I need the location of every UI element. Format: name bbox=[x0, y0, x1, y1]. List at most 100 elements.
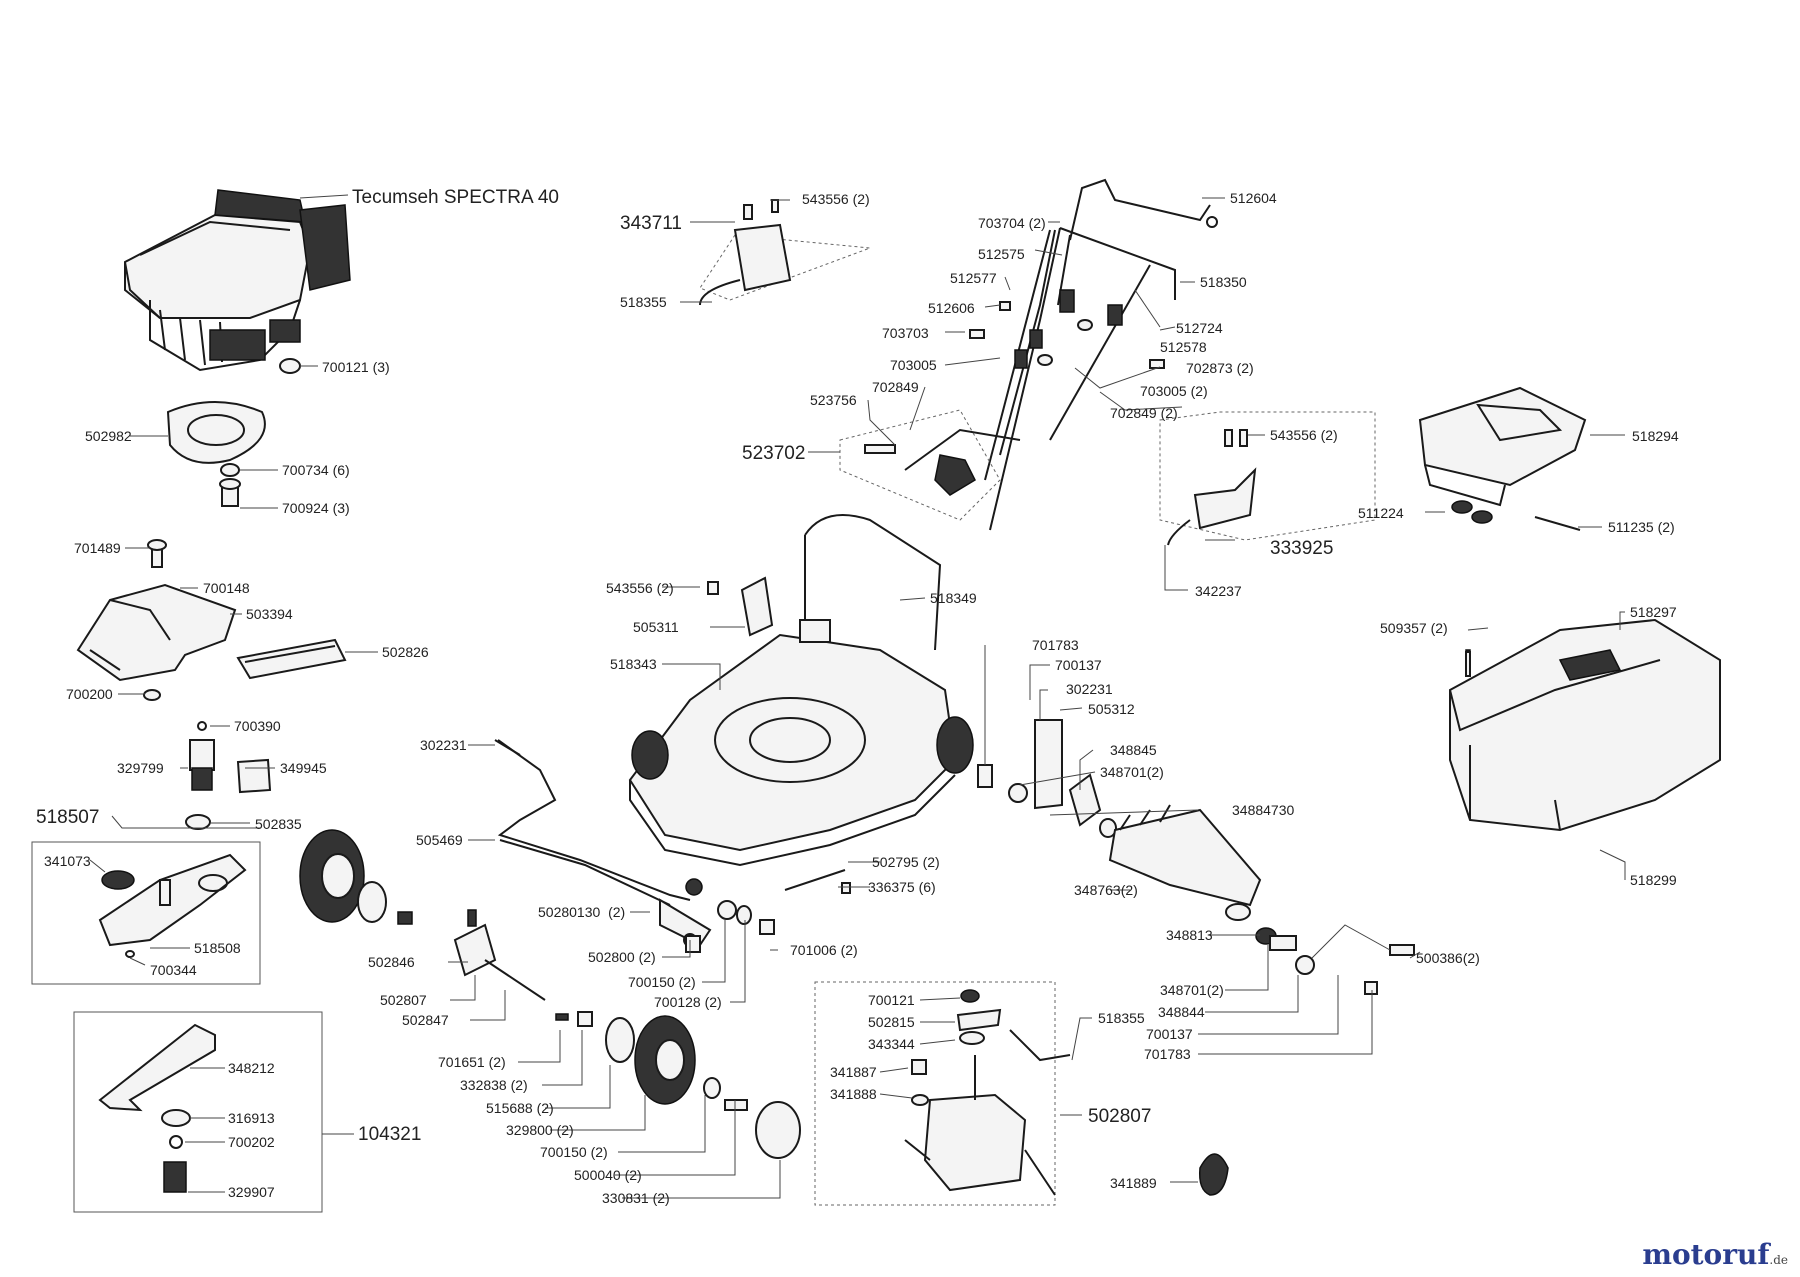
label-342237: 342237 bbox=[1195, 583, 1242, 599]
label-341887: 341887 bbox=[830, 1064, 877, 1080]
kit-104321-frame bbox=[73, 1011, 323, 1213]
label-502800-2: 502800 (2) bbox=[588, 949, 656, 965]
label-703005: 703005 bbox=[890, 357, 937, 373]
gearbox-small bbox=[453, 909, 546, 1001]
kit-518507-frame bbox=[31, 841, 261, 985]
label-518343: 518343 bbox=[610, 656, 657, 672]
label-700137b: 700137 bbox=[1146, 1026, 1193, 1042]
label-348701-2b: 348701(2) bbox=[1160, 982, 1224, 998]
wheel-rear bbox=[299, 829, 413, 925]
label-518350: 518350 bbox=[1200, 274, 1247, 290]
switch-343711 bbox=[699, 199, 871, 306]
handle-assembly bbox=[839, 178, 1218, 531]
label-515688-2: 515688 (2) bbox=[486, 1100, 554, 1116]
label-341073: 341073 bbox=[44, 853, 91, 869]
label-348813: 348813 bbox=[1166, 927, 1213, 943]
label-700202: 700202 bbox=[228, 1134, 275, 1150]
label-518355a: 518355 bbox=[620, 294, 667, 310]
label-702849-2: 702849 (2) bbox=[1110, 405, 1178, 421]
label-700390: 700390 bbox=[234, 718, 281, 734]
label-518297: 518297 bbox=[1630, 604, 1677, 620]
label-700137a: 700137 bbox=[1055, 657, 1102, 673]
label-518507: 518507 bbox=[36, 807, 99, 828]
switch-333925 bbox=[1159, 411, 1376, 546]
deck-small-parts bbox=[685, 869, 851, 953]
label-701783a: 701783 bbox=[1032, 637, 1079, 653]
label-503394: 503394 bbox=[246, 606, 293, 622]
label-500040-2: 500040 (2) bbox=[574, 1167, 642, 1183]
label-518355b: 518355 bbox=[1098, 1010, 1145, 1026]
label-502982: 502982 bbox=[85, 428, 132, 444]
label-502846: 502846 bbox=[368, 954, 415, 970]
label-329907: 329907 bbox=[228, 1184, 275, 1200]
label-502826: 502826 bbox=[382, 644, 429, 660]
label-348701-2a: 348701(2) bbox=[1100, 764, 1164, 780]
label-700150-2a: 700150 (2) bbox=[628, 974, 696, 990]
label-700734-6: 700734 (6) bbox=[282, 462, 350, 478]
label-329800-2: 329800 (2) bbox=[506, 1122, 574, 1138]
grassbag-top bbox=[1418, 386, 1587, 531]
gearbox-frame bbox=[814, 981, 1056, 1206]
watermark: motoruf.de bbox=[1642, 1238, 1788, 1271]
label-700344: 700344 bbox=[150, 962, 197, 978]
engine-drawing bbox=[124, 189, 351, 372]
label-502847: 502847 bbox=[402, 1012, 449, 1028]
label-348844: 348844 bbox=[1158, 1004, 1205, 1020]
label-505469: 505469 bbox=[416, 832, 463, 848]
label-703704-2: 703704 (2) bbox=[978, 215, 1046, 231]
mower-deck bbox=[628, 514, 974, 867]
label-509357-2: 509357 (2) bbox=[1380, 620, 1448, 636]
label-700200: 700200 bbox=[66, 686, 113, 702]
part-labels: Tecumseh SPECTRA 40 700121 (3) 502982 70… bbox=[36, 187, 1679, 1206]
label-302231a: 302231 bbox=[420, 737, 467, 753]
label-511235-2: 511235 (2) bbox=[1608, 519, 1675, 535]
label-343344: 343344 bbox=[868, 1036, 915, 1052]
label-523702: 523702 bbox=[742, 443, 805, 464]
label-700121: 700121 bbox=[868, 992, 915, 1008]
label-348845: 348845 bbox=[1110, 742, 1157, 758]
wheel-front bbox=[555, 1011, 801, 1159]
kit-104321-parts bbox=[98, 1023, 216, 1193]
engine-mount-parts bbox=[166, 358, 301, 507]
label-329799: 329799 bbox=[117, 760, 164, 776]
label-700121-3: 700121 (3) bbox=[322, 359, 390, 375]
label-343711: 343711 bbox=[620, 213, 682, 234]
label-701783b: 701783 bbox=[1144, 1046, 1191, 1062]
label-505312: 505312 bbox=[1088, 701, 1135, 717]
watermark-main: motoruf bbox=[1642, 1238, 1770, 1271]
label-511224: 511224 bbox=[1358, 505, 1404, 521]
label-518294: 518294 bbox=[1632, 428, 1679, 444]
label-502807b: 502807 bbox=[1088, 1106, 1151, 1127]
label-512604: 512604 bbox=[1230, 190, 1277, 206]
label-700128-2: 700128 (2) bbox=[654, 994, 722, 1010]
label-543556-2b: 543556 (2) bbox=[1270, 427, 1338, 443]
label-500386-2: 500386(2) bbox=[1416, 950, 1480, 966]
label-302231b: 302231 bbox=[1066, 681, 1113, 697]
label-341889: 341889 bbox=[1110, 1175, 1157, 1191]
label-34884730: 34884730 bbox=[1232, 802, 1295, 818]
screw-509357 bbox=[1465, 651, 1471, 677]
label-502807a: 502807 bbox=[380, 992, 427, 1008]
label-700924-3: 700924 (3) bbox=[282, 500, 350, 516]
label-703703: 703703 bbox=[882, 325, 929, 341]
cover-341889 bbox=[1198, 1153, 1229, 1196]
label-333925: 333925 bbox=[1270, 538, 1333, 559]
leader-lines bbox=[89, 194, 1626, 1199]
label-512606: 512606 bbox=[928, 300, 975, 316]
label-104321: 104321 bbox=[358, 1124, 421, 1145]
label-543556-2c: 543556 (2) bbox=[606, 580, 674, 596]
label-523756: 523756 bbox=[810, 392, 857, 408]
label-700150-2b: 700150 (2) bbox=[540, 1144, 608, 1160]
label-512575: 512575 bbox=[978, 246, 1025, 262]
label-341888: 341888 bbox=[830, 1086, 877, 1102]
label-349945: 349945 bbox=[280, 760, 327, 776]
mulch-plug-parts bbox=[185, 721, 272, 830]
label-502795-2: 502795 (2) bbox=[872, 854, 940, 870]
label-518349: 518349 bbox=[930, 590, 977, 606]
grassbag bbox=[1449, 618, 1721, 832]
label-332838-2: 332838 (2) bbox=[460, 1077, 528, 1093]
label-50280130-2: 50280130 (2) bbox=[538, 904, 625, 920]
watermark-suffix: .de bbox=[1769, 1253, 1788, 1267]
label-316913: 316913 bbox=[228, 1110, 275, 1126]
kit-518507-parts bbox=[98, 853, 247, 958]
